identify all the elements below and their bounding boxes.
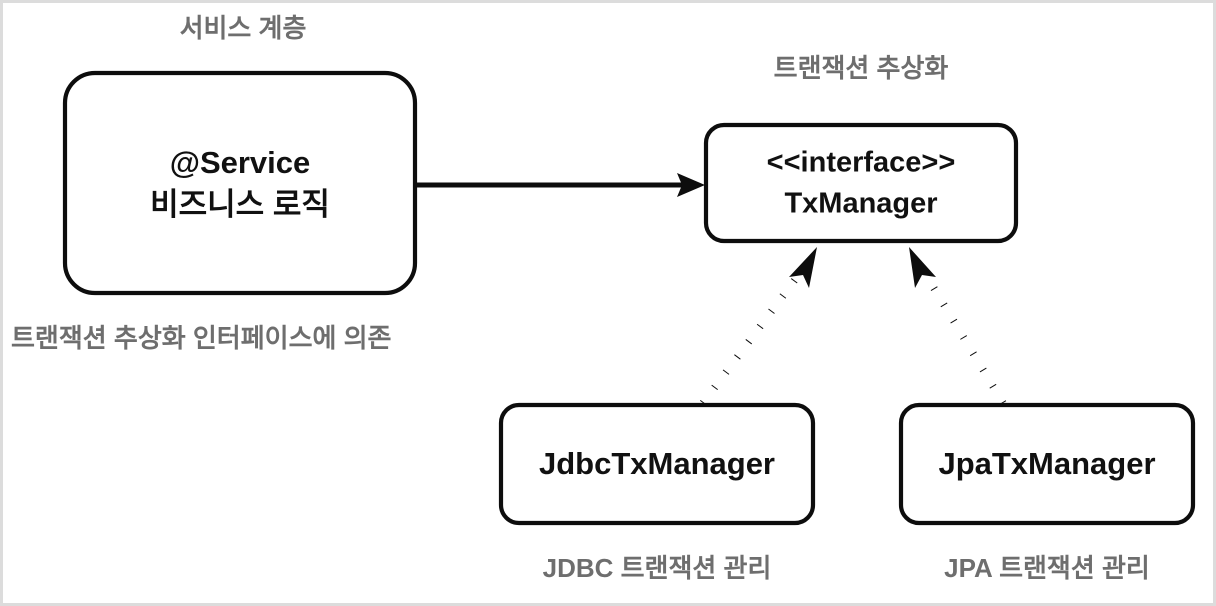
txmanager-interface-box[interactable]: <<interface>> TxManager [703, 122, 1019, 244]
caption-jpa-tx-management: JPA 트랜잭션 관리 [944, 553, 1150, 583]
arrow-head-service-to-txmanager [677, 173, 705, 197]
realization-arrow-service-to-txmanager [417, 173, 705, 197]
txmanager-box-shape [703, 122, 1019, 244]
caption-jdbc-tx-management: JDBC 트랜잭션 관리 [543, 553, 772, 583]
service-box-line-2: 비즈니스 로직 [150, 187, 330, 222]
txmanager-name: TxManager [784, 188, 937, 220]
service-box[interactable]: @Service 비즈니스 로직 [62, 70, 418, 296]
service-box-line-1: @Service [170, 145, 311, 180]
realization-arrow-jdbc-line [699, 262, 810, 406]
realization-arrow-jpa-to-txmanager [909, 247, 1007, 405]
service-box-shape [62, 70, 418, 296]
jpa-box-label: JpaTxManager [938, 446, 1155, 481]
caption-depends-on-abstraction: 트랜잭션 추상화 인터페이스에 의존 [11, 323, 392, 353]
realization-arrow-jdbc-to-txmanager [699, 247, 817, 406]
jdbc-box-shape [498, 402, 816, 526]
diagram-svg: 서비스 계층 트랜잭션 추상화 트랜잭션 추상화 인터페이스에 의존 JDBC … [11, 13, 1196, 583]
jpa-txmanager-box[interactable]: JpaTxManager [898, 402, 1196, 526]
caption-service-layer: 서비스 계층 [180, 13, 307, 43]
caption-tx-abstraction: 트랜잭션 추상화 [774, 53, 949, 83]
realization-arrow-jpa-line [916, 263, 1007, 405]
jdbc-box-label: JdbcTxManager [539, 446, 775, 481]
txmanager-stereotype: <<interface>> [767, 147, 956, 179]
jdbc-txmanager-box[interactable]: JdbcTxManager [498, 402, 816, 526]
arrow-head-jdbc-to-txmanager [789, 247, 817, 288]
jpa-box-shape [898, 402, 1196, 526]
arrow-head-jpa-to-txmanager [909, 247, 936, 288]
